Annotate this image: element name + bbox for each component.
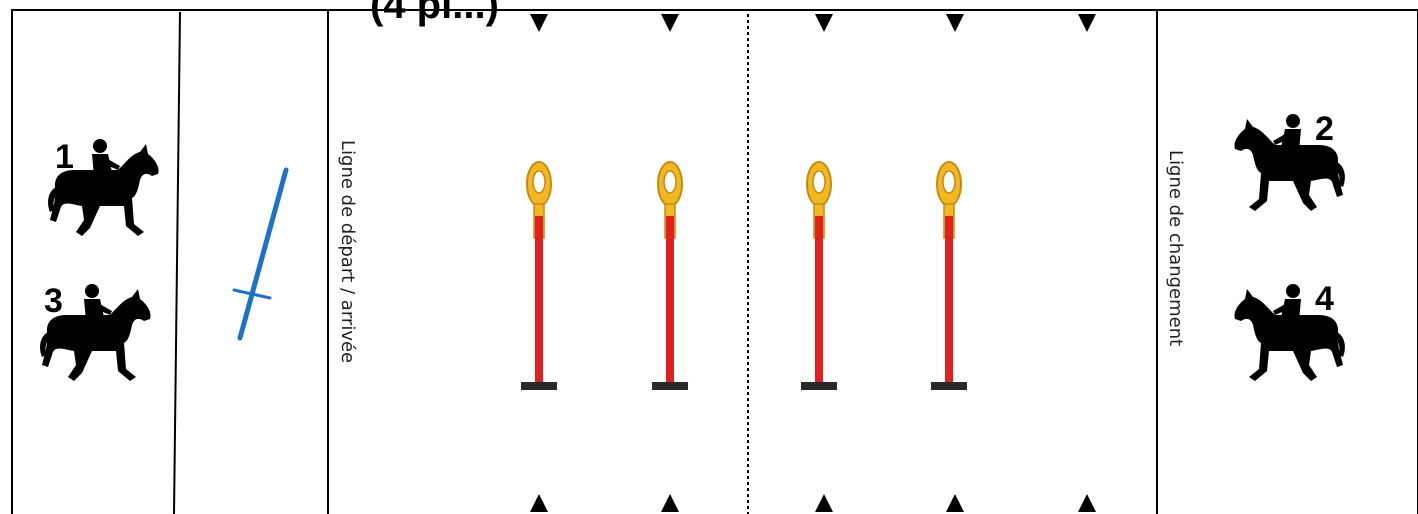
triangle-marker-icon <box>815 494 833 512</box>
start-finish-line-label: Ligne de départ / arrivée <box>337 140 358 363</box>
rider-1: 1 <box>48 138 158 236</box>
triangle-marker-icon <box>661 494 679 512</box>
triangle-marker-icon <box>946 14 964 32</box>
ring-poles <box>521 162 967 390</box>
triangle-marker-icon <box>946 494 964 512</box>
rider-number-3: 3 <box>44 282 63 320</box>
bottom-markers <box>530 494 1096 512</box>
ring-pole-icon <box>801 162 837 390</box>
ring-pole-icon <box>652 162 688 390</box>
rider-number-2: 2 <box>1315 110 1334 148</box>
triangle-marker-icon <box>661 14 679 32</box>
change-line-label: Ligne de changement <box>1165 150 1186 346</box>
ring-pole-icon <box>931 162 967 390</box>
rider-number-4: 4 <box>1315 280 1334 318</box>
page-heading-fragment: (4 pi...) <box>370 0 499 27</box>
rider-4: 4 <box>1234 280 1344 381</box>
triangle-marker-icon <box>1078 14 1096 32</box>
top-markers <box>530 14 1096 32</box>
ring-pole-icon <box>521 162 557 390</box>
zone-divider-slanted <box>174 12 180 514</box>
sword-baton-icon <box>234 170 286 338</box>
triangle-marker-icon <box>1078 494 1096 512</box>
rider-2: 2 <box>1234 110 1344 211</box>
triangle-marker-icon <box>530 494 548 512</box>
triangle-marker-icon <box>530 14 548 32</box>
triangle-marker-icon <box>815 14 833 32</box>
arena-border <box>12 10 1418 514</box>
rider-3: 3 <box>40 282 150 381</box>
